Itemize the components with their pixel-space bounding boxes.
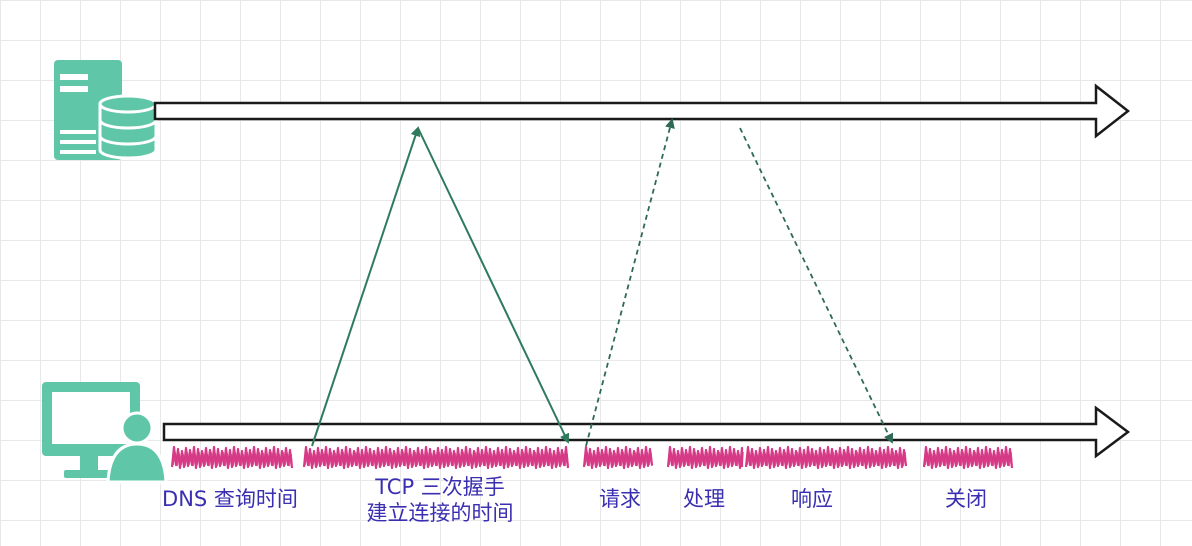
dns-scribble bbox=[170, 445, 294, 470]
tcp-label-line1: TCP 三次握手 bbox=[375, 475, 505, 499]
dns-scribble-texture bbox=[172, 451, 293, 467]
close-scribble-texture bbox=[924, 451, 1013, 467]
response-label: 响应 bbox=[791, 487, 833, 511]
tcp-synack-line bbox=[417, 127, 570, 444]
server-database-icon bbox=[54, 60, 158, 160]
tcp-syn-line bbox=[311, 126, 421, 447]
phase-scribbles bbox=[170, 445, 1014, 470]
request-dashed-line bbox=[585, 118, 675, 447]
dns-label: DNS 查询时间 bbox=[162, 487, 298, 511]
client-timeline-arrow bbox=[162, 405, 1131, 459]
response-scribble-texture bbox=[746, 451, 907, 467]
server-timeline-arrow bbox=[153, 83, 1131, 139]
tcp-label-line2: 建立连接的时间 bbox=[366, 501, 514, 525]
tcp-scribble bbox=[302, 445, 570, 470]
computer-user-icon bbox=[42, 382, 168, 484]
close-label: 关闭 bbox=[945, 487, 987, 511]
response-dashed-line bbox=[739, 127, 894, 444]
process-scribble-texture bbox=[668, 451, 744, 467]
request-label: 请求 bbox=[599, 487, 641, 511]
tcp-scribble-texture bbox=[304, 451, 569, 467]
process-label: 处理 bbox=[683, 487, 725, 511]
tcp-label: TCP 三次握手 建立连接的时间 bbox=[340, 474, 540, 526]
request-scribble-texture bbox=[584, 451, 653, 467]
